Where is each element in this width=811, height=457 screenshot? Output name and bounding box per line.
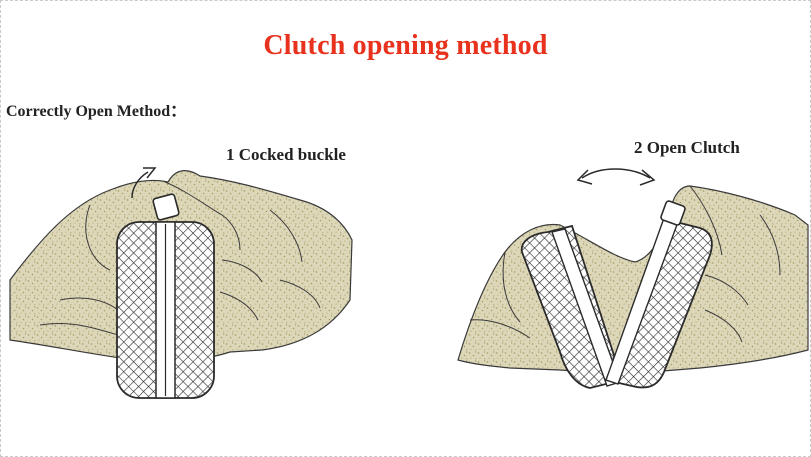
step-2-label: 2 Open Clutch <box>634 138 740 157</box>
step-1-label: 1 Cocked buckle <box>226 145 346 164</box>
buckle-tab-right <box>660 200 686 226</box>
page-title: Clutch opening method <box>263 30 548 61</box>
curved-arrow-icon <box>131 167 157 199</box>
clutch-closed <box>116 221 215 399</box>
method-subtitle: Correctly Open Method： <box>6 103 187 120</box>
buckle-tab-left <box>152 193 180 221</box>
double-headed-arrow-icon <box>576 168 656 186</box>
